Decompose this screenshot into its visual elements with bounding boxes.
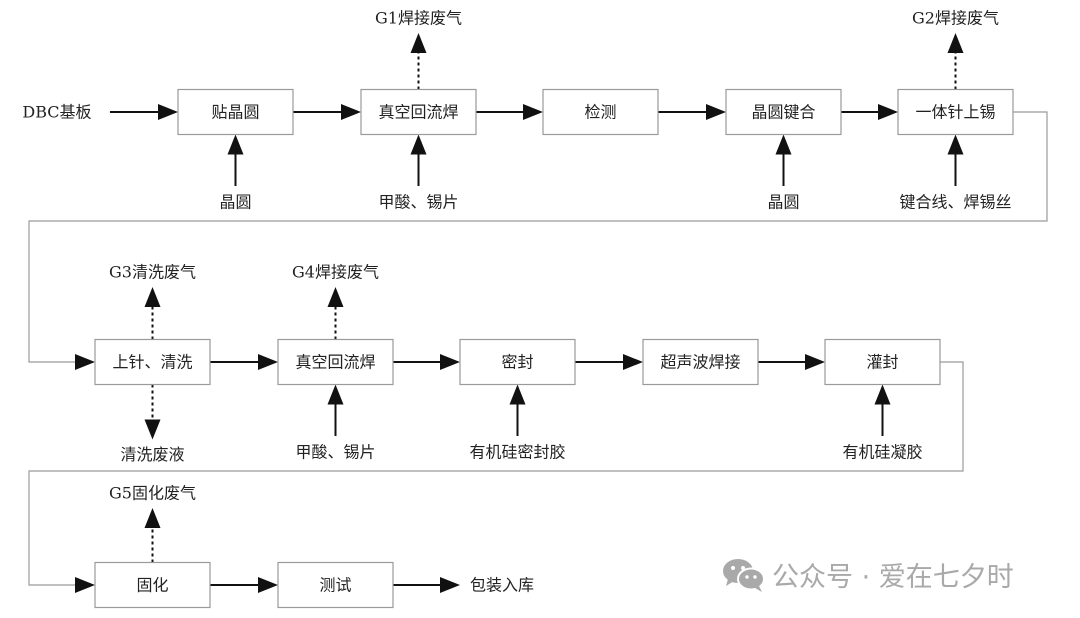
process-box-label: 固化 bbox=[136, 576, 168, 595]
input-material-label: 甲酸、锡片 bbox=[378, 193, 458, 212]
arrow-head-icon bbox=[158, 104, 178, 120]
process-box: 灌封 bbox=[824, 338, 941, 386]
process-box-label: 测试 bbox=[319, 576, 351, 595]
emission-arrow bbox=[947, 33, 964, 90]
input-material-label: 晶圆 bbox=[767, 193, 799, 212]
arrow-head-icon bbox=[327, 287, 344, 307]
arrow-head-icon bbox=[805, 354, 825, 370]
input-material-label: 键合线、焊锡丝 bbox=[899, 193, 1011, 212]
process-box-label: 密封 bbox=[501, 353, 533, 372]
emission-arrow bbox=[144, 287, 161, 340]
input-arrow bbox=[874, 384, 891, 436]
input-material-label: 晶圆 bbox=[219, 193, 251, 212]
flow-arrow bbox=[293, 104, 361, 120]
input-arrow bbox=[327, 384, 344, 436]
emission-label: G2焊接废气 bbox=[912, 9, 999, 28]
arrow-head-icon bbox=[258, 354, 278, 370]
process-box-label: 贴晶圆 bbox=[211, 103, 259, 122]
waste-liquid-arrow bbox=[144, 384, 161, 440]
arrow-head-icon bbox=[440, 577, 460, 593]
raw-material-label: DBC基板 bbox=[22, 103, 91, 122]
arrow-head-icon bbox=[440, 354, 460, 370]
emission-arrow bbox=[144, 508, 161, 563]
process-box: 固化 bbox=[94, 561, 211, 609]
arrow-head-icon bbox=[410, 33, 427, 53]
arrow-head-icon bbox=[144, 419, 161, 440]
input-material-label: 甲酸、锡片 bbox=[295, 443, 375, 462]
input-arrow bbox=[227, 134, 244, 186]
arrow-head-icon bbox=[410, 134, 427, 155]
arrow-head-icon bbox=[947, 33, 964, 53]
arrow-head-icon bbox=[75, 577, 95, 593]
process-box: 检测 bbox=[542, 88, 659, 136]
process-box: 测试 bbox=[277, 561, 394, 609]
process-box: 上针、清洗 bbox=[94, 338, 211, 386]
final-output-label: 包装入库 bbox=[470, 576, 534, 595]
process-box-label: 真空回流焊 bbox=[378, 103, 458, 122]
arrow-head-icon bbox=[623, 354, 643, 370]
arrow-head-icon bbox=[878, 104, 898, 120]
arrow-head-icon bbox=[227, 134, 244, 155]
process-box-label: 灌封 bbox=[866, 353, 898, 372]
arrow-head-icon bbox=[947, 134, 964, 155]
input-arrow bbox=[410, 134, 427, 186]
process-box-label: 晶圆键合 bbox=[751, 103, 815, 122]
process-box-label: 超声波焊接 bbox=[660, 353, 740, 372]
process-box-label: 真空回流焊 bbox=[295, 353, 375, 372]
input-arrow bbox=[775, 134, 792, 186]
process-box-label: 上针、清洗 bbox=[112, 353, 192, 372]
flow-arrow bbox=[658, 104, 726, 120]
emission-label: G5固化废气 bbox=[109, 484, 196, 503]
row-entry-arrow bbox=[75, 354, 95, 370]
emission-arrow bbox=[410, 33, 427, 90]
process-box: 贴晶圆 bbox=[177, 88, 294, 136]
process-box-label: 检测 bbox=[584, 103, 616, 122]
flow-arrow bbox=[841, 104, 898, 120]
emission-label: G4焊接废气 bbox=[292, 263, 379, 282]
arrow-head-icon bbox=[75, 354, 95, 370]
row-connector bbox=[28, 111, 1048, 363]
row-connector bbox=[28, 361, 964, 586]
input-arrow bbox=[947, 134, 964, 186]
flow-arrow bbox=[393, 354, 460, 370]
process-box: 真空回流焊 bbox=[360, 88, 477, 136]
emission-label: G1焊接废气 bbox=[375, 9, 462, 28]
flow-arrow bbox=[210, 577, 278, 593]
flow-arrow bbox=[758, 354, 825, 370]
input-material-label: 有机硅凝胶 bbox=[842, 443, 922, 462]
arrow-head-icon bbox=[523, 104, 543, 120]
watermark: 公众号 · 爱在七夕时 bbox=[722, 555, 1014, 594]
emission-label: G3清洗废气 bbox=[109, 263, 196, 282]
output-arrow bbox=[392, 577, 460, 593]
flow-arrow bbox=[575, 354, 643, 370]
process-box: 一体针上锡 bbox=[897, 88, 1014, 136]
arrow-head-icon bbox=[327, 384, 344, 405]
arrow-head-icon bbox=[258, 577, 278, 593]
waste-liquid-label: 清洗废液 bbox=[120, 445, 184, 464]
arrow-head-icon bbox=[874, 384, 891, 405]
process-box: 晶圆键合 bbox=[725, 88, 842, 136]
arrow-head-icon bbox=[509, 384, 526, 405]
flow-arrow bbox=[210, 354, 278, 370]
arrow-head-icon bbox=[341, 104, 361, 120]
raw-material-arrow bbox=[110, 104, 178, 120]
arrow-head-icon bbox=[144, 508, 161, 528]
process-box: 密封 bbox=[459, 338, 576, 386]
row-entry-arrow bbox=[75, 577, 95, 593]
input-arrow bbox=[509, 384, 526, 436]
emission-arrow bbox=[327, 287, 344, 340]
process-box: 超声波焊接 bbox=[642, 338, 759, 386]
wechat-icon bbox=[723, 558, 765, 592]
process-box-label: 一体针上锡 bbox=[915, 103, 995, 122]
process-box: 真空回流焊 bbox=[277, 338, 394, 386]
watermark-text: 公众号 · 爱在七夕时 bbox=[772, 562, 1014, 593]
arrow-head-icon bbox=[706, 104, 726, 120]
input-material-label: 有机硅密封胶 bbox=[469, 443, 565, 462]
flow-arrow bbox=[476, 104, 543, 120]
arrow-head-icon bbox=[144, 287, 161, 307]
arrow-head-icon bbox=[775, 134, 792, 155]
